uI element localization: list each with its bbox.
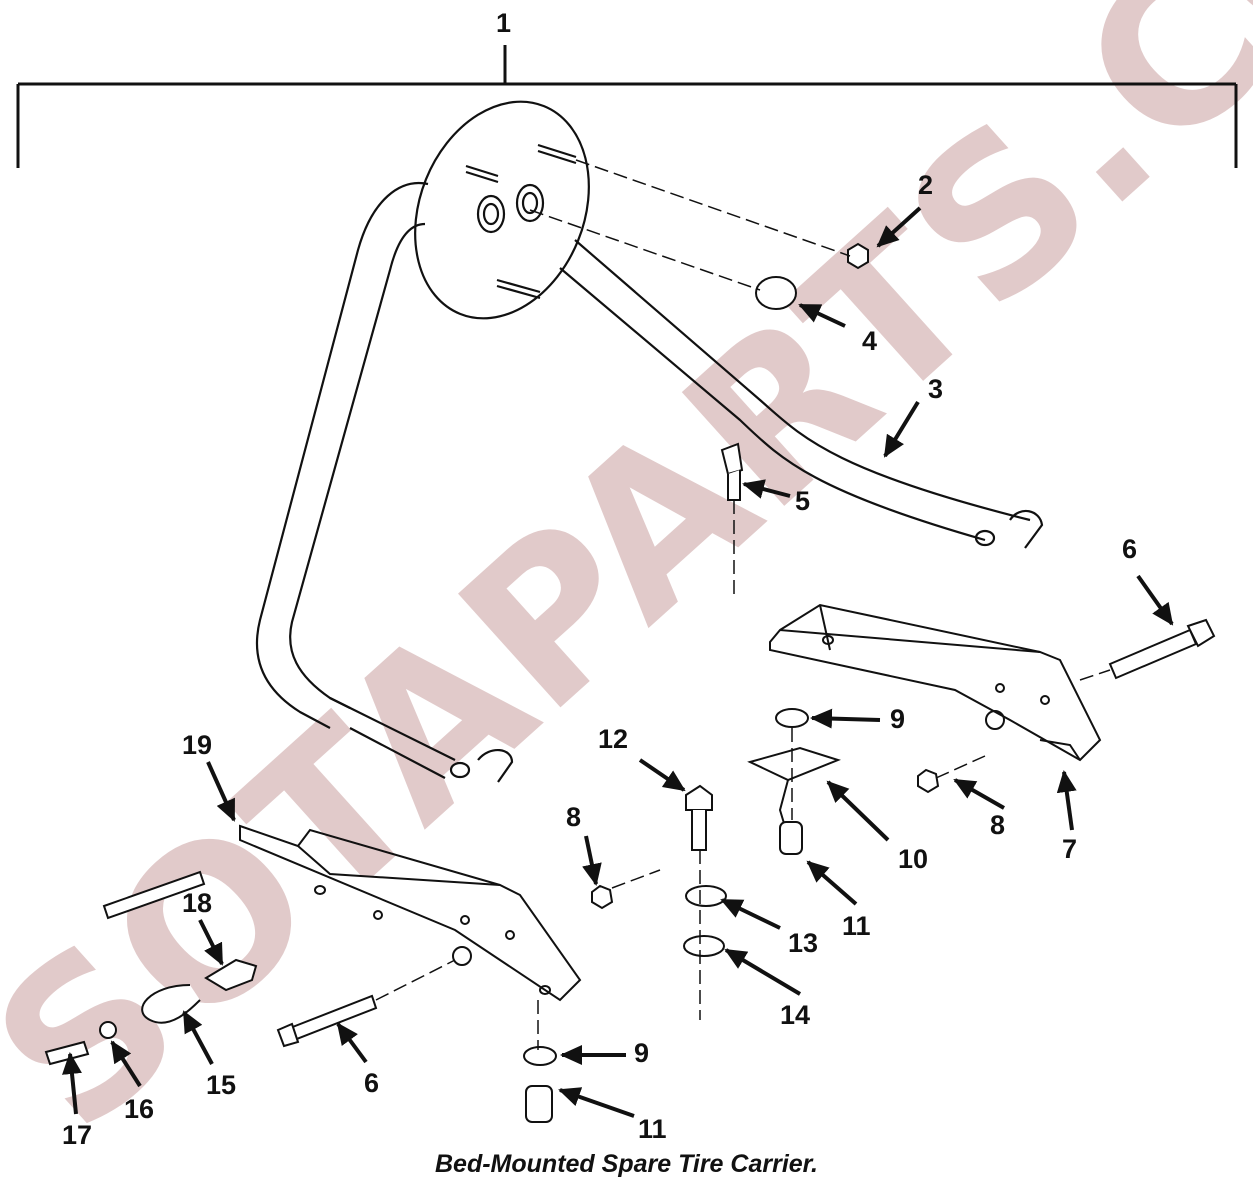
callout-9-top: 9 bbox=[890, 704, 905, 734]
callout-2: 2 bbox=[918, 170, 933, 200]
callout-7: 7 bbox=[1062, 834, 1077, 864]
callout-19: 19 bbox=[182, 730, 212, 760]
carrier-frame bbox=[255, 100, 1044, 783]
bolt-5 bbox=[727, 470, 741, 501]
callout-14: 14 bbox=[780, 1000, 810, 1030]
callout-8-right: 8 bbox=[990, 810, 1005, 840]
right-foot-bracket bbox=[769, 603, 1102, 762]
hub-boss-left bbox=[476, 194, 506, 234]
callout-13: 13 bbox=[788, 928, 818, 958]
callout-6-right: 6 bbox=[1122, 534, 1137, 564]
plug-4 bbox=[755, 276, 797, 310]
callout-10: 10 bbox=[898, 844, 928, 874]
callout-labels: 1 2 3 4 5 6 7 8 9 10 11 12 13 14 8 9 11 … bbox=[62, 8, 1137, 1150]
left-foot-bracket bbox=[239, 824, 582, 1002]
bolt-12 bbox=[691, 810, 707, 851]
washer-13 bbox=[685, 885, 727, 907]
latch-18 bbox=[204, 958, 258, 992]
callout-18: 18 bbox=[182, 888, 212, 918]
wheel-mount-plate bbox=[414, 100, 590, 320]
bolt-6-right bbox=[1108, 628, 1198, 680]
leader-arrows bbox=[62, 206, 1174, 1118]
washer-16 bbox=[99, 1021, 117, 1039]
pin-assembly bbox=[102, 870, 206, 920]
callout-16: 16 bbox=[124, 1094, 154, 1124]
hub-boss-right bbox=[515, 183, 545, 223]
callout-12: 12 bbox=[598, 724, 628, 754]
callout-4: 4 bbox=[862, 326, 877, 356]
figure-caption: Bed-Mounted Spare Tire Carrier. bbox=[435, 1150, 818, 1178]
bushing-11-bottom bbox=[525, 1085, 553, 1123]
callout-17: 17 bbox=[62, 1120, 92, 1150]
callout-1: 1 bbox=[496, 8, 511, 38]
callout-15: 15 bbox=[206, 1070, 236, 1100]
callout-9-bottom: 9 bbox=[634, 1038, 649, 1068]
hardware bbox=[44, 242, 1216, 1123]
bushing-11-top bbox=[779, 821, 803, 855]
assembly-bracket bbox=[16, 45, 1238, 168]
callout-11-top: 11 bbox=[842, 911, 871, 941]
nut-2 bbox=[847, 242, 869, 270]
callout-8-left: 8 bbox=[566, 802, 581, 832]
spacer-9-top bbox=[775, 708, 809, 728]
callout-3: 3 bbox=[928, 374, 943, 404]
clamp-10 bbox=[747, 746, 841, 782]
washer-14 bbox=[683, 935, 725, 957]
callout-5: 5 bbox=[795, 486, 810, 516]
alignment-lines bbox=[375, 159, 1111, 1050]
spacer-9-bottom bbox=[523, 1046, 557, 1066]
callout-11-bottom: 11 bbox=[638, 1114, 667, 1144]
nut-8-left bbox=[591, 884, 614, 910]
callout-6-left: 6 bbox=[364, 1068, 379, 1098]
nut-8-right bbox=[917, 768, 940, 794]
